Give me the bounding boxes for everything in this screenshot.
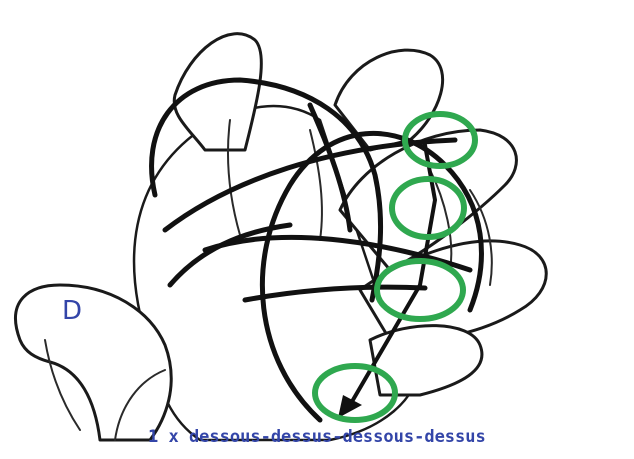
- instruction-caption: 1 x dessous-dessus-dessous-dessus: [148, 427, 628, 447]
- finger-5: [370, 326, 482, 395]
- hand-label-d: D: [62, 296, 82, 326]
